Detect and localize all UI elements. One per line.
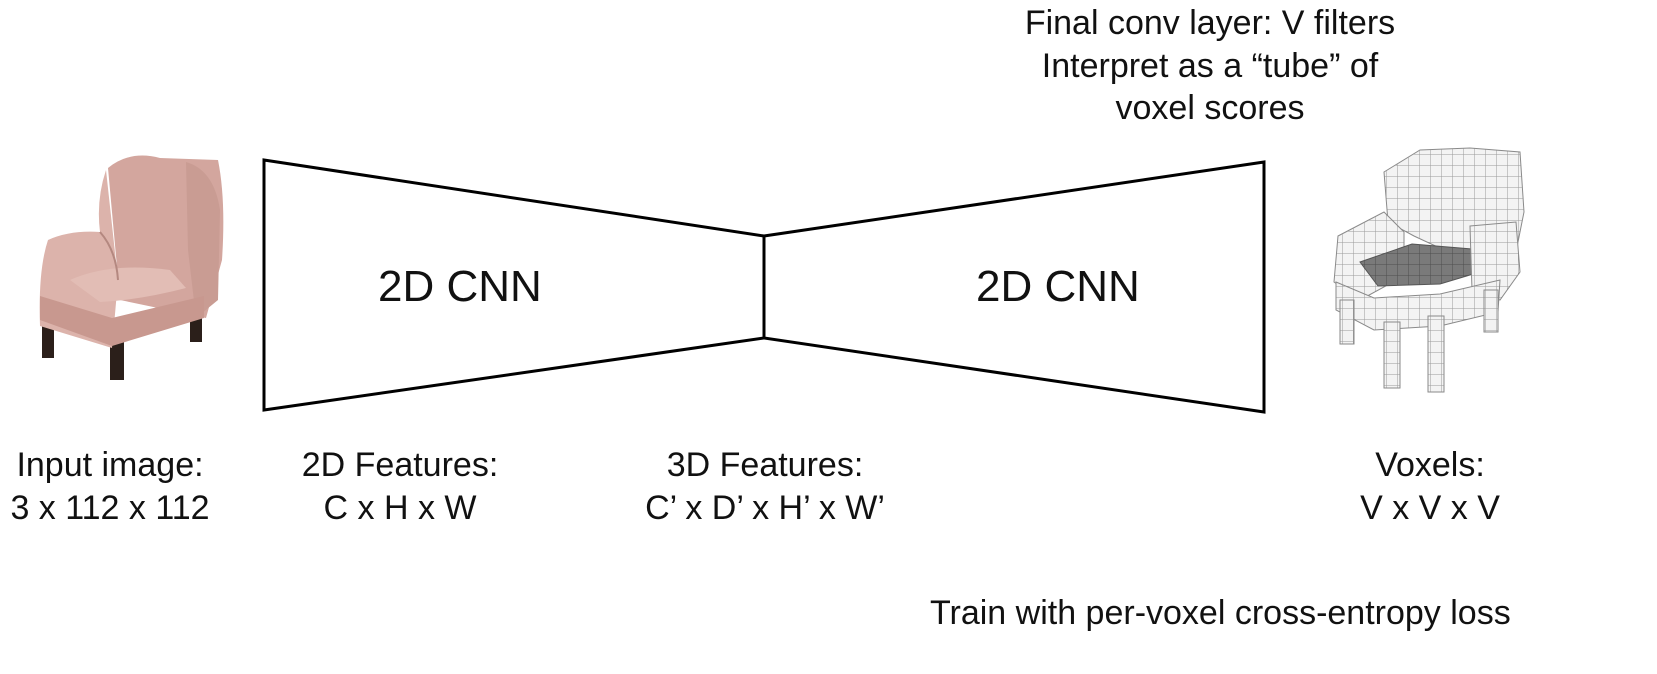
- features-3d-title: 3D Features:: [666, 446, 864, 484]
- features-3d-shape: C’ x D’ x H’ x W’: [645, 488, 885, 527]
- voxels-caption-title: Voxels:: [1375, 446, 1485, 484]
- features-2d-shape: C x H x W: [323, 488, 477, 527]
- decoder-trapezoid: [762, 160, 1266, 414]
- top-note-line-1: Final conv layer: V filters: [1024, 4, 1396, 42]
- loss-note: Train with per-voxel cross-entropy loss: [930, 594, 1511, 632]
- top-note-line-3: voxel scores: [1115, 89, 1305, 127]
- input-image-caption: Input image: 3 x 112 x 112: [0, 444, 220, 529]
- top-note: Final conv layer: V filters Interpret as…: [980, 2, 1440, 130]
- input-caption-title: Input image:: [16, 446, 204, 484]
- features-2d-title: 2D Features:: [301, 446, 499, 484]
- input-chair-image: [39, 155, 224, 380]
- voxels-caption: Voxels: V x V x V: [1330, 444, 1530, 529]
- encoder-label: 2D CNN: [378, 262, 542, 311]
- input-caption-shape: 3 x 112 x 112: [10, 488, 210, 527]
- top-note-line-2: Interpret as a “tube” of: [1041, 46, 1379, 85]
- features-2d-caption: 2D Features: C x H x W: [290, 444, 510, 529]
- features-3d-caption: 3D Features: C’ x D’ x H’ x W’: [630, 444, 900, 529]
- voxels-caption-shape: V x V x V: [1360, 488, 1500, 527]
- decoder-label: 2D CNN: [976, 262, 1140, 311]
- voxel-chair-output: [1333, 147, 1525, 393]
